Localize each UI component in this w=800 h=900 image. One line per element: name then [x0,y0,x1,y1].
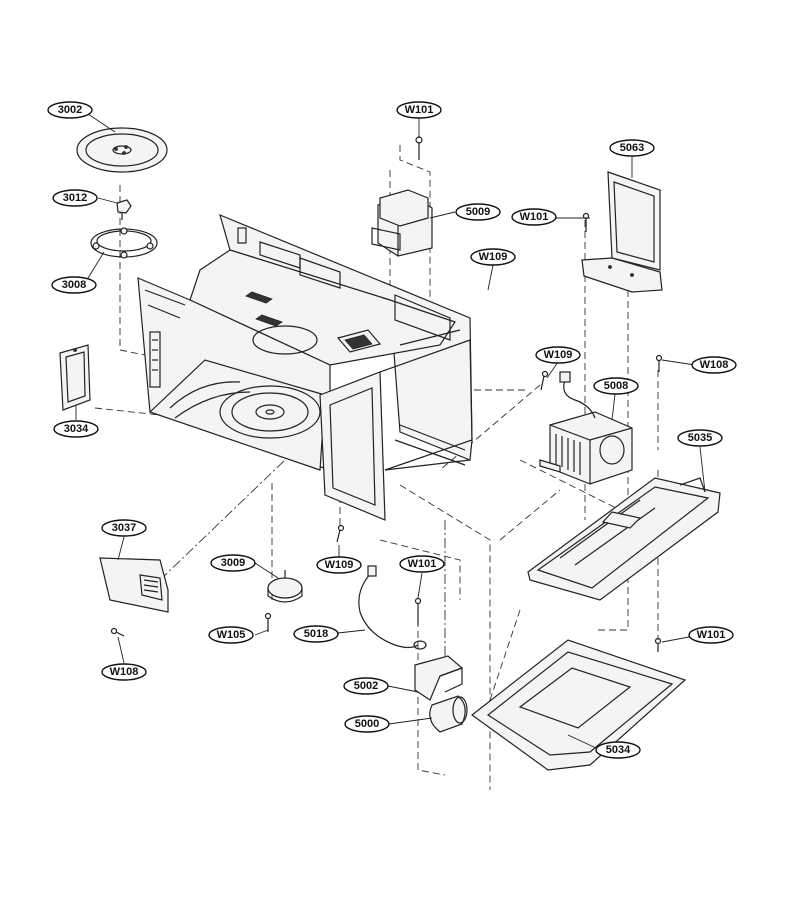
callout-w108-left-label: W108 [110,666,139,678]
high-voltage-transformer-part [371,136,433,257]
callout-w108-right-label: W108 [700,359,729,371]
callout-5018-label: 5018 [304,628,328,640]
callout-3034-label: 3034 [64,423,89,435]
callout-5008: 5008 [593,377,639,395]
callout-3012-label: 3012 [63,192,87,204]
callout-3034: 3034 [53,420,99,438]
wire-harness-part [358,565,427,650]
callout-5002: 5002 [343,677,389,695]
oven-cavity-chassis [137,213,473,521]
callout-w101-shield: W101 [511,208,557,226]
callout-w101-harness: W101 [399,555,445,573]
callout-w101-base-label: W101 [697,629,726,641]
callout-w109-bottom: W109 [316,556,362,574]
callout-5000: 5000 [344,715,390,733]
callout-5035-label: 5035 [688,432,712,444]
magnetron-part [539,370,633,485]
shield-plate-part [581,171,663,293]
glass-tray-part [76,127,168,173]
waveguide-cover-part [59,344,91,411]
callout-5009-label: 5009 [466,206,490,218]
callout-3008-label: 3008 [62,279,86,291]
callout-3012: 3012 [52,189,98,207]
vent-panel-part [99,557,169,637]
turntable-motor-part [264,524,345,632]
capacitor-bracket-part [414,655,464,701]
callout-3008: 3008 [51,276,97,294]
callout-5063: 5063 [609,139,655,157]
callout-5063-label: 5063 [620,142,644,154]
callout-3037: 3037 [101,519,147,537]
callout-3037-label: 3037 [112,522,136,534]
callout-5009: 5009 [455,203,501,221]
callout-leaders [75,111,706,749]
base-plate-part [527,354,721,652]
callout-5034-label: 5034 [606,744,631,756]
callout-w105-label: W105 [217,629,246,641]
callout-w101-base: W101 [688,626,734,644]
callout-w109-middle-label: W109 [544,349,573,361]
callout-5008-label: 5008 [604,380,628,392]
callout-3002: 3002 [47,101,93,119]
callout-w109-upper-label: W109 [479,251,508,263]
callout-w101-harness-label: W101 [408,558,437,570]
callout-3002-label: 3002 [58,104,82,116]
capacitor-part [429,695,468,733]
callout-5018: 5018 [293,625,339,643]
callout-w105: W105 [208,626,254,644]
callout-w101-shield-label: W101 [520,211,549,223]
callout-w109-middle: W109 [535,346,581,364]
callout-w101-top-label: W101 [405,104,434,116]
callout-3009-label: 3009 [221,557,245,569]
callout-5002-label: 5002 [354,680,378,692]
callout-w109-bottom-label: W109 [325,559,354,571]
callout-5035: 5035 [677,429,723,447]
callout-5034: 5034 [595,741,641,759]
callout-w101-top: W101 [396,101,442,119]
coupler-part [116,199,132,220]
callout-w108-right: W108 [691,356,737,374]
roller-ring-part [90,227,158,259]
callout-5000-label: 5000 [355,718,379,730]
callout-w108-left: W108 [101,663,147,681]
callout-3009: 3009 [210,554,256,572]
bottom-cover-plate-part [471,639,687,771]
callout-w109-upper: W109 [470,248,516,266]
